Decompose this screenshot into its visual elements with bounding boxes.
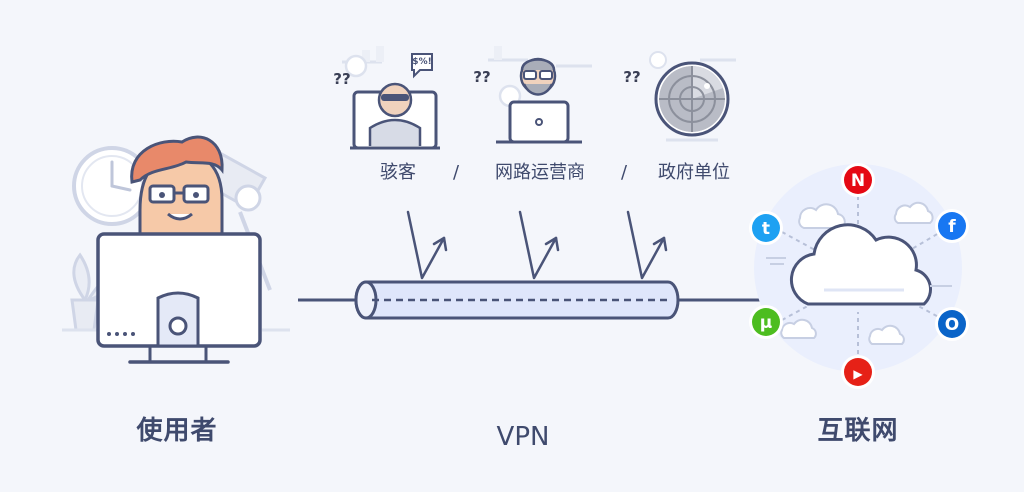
svg-text:O: O	[945, 315, 959, 335]
separator-1: /	[452, 162, 460, 183]
vpn-tunnel	[298, 280, 760, 320]
internet-illustration: Nt f µ O ▶	[749, 163, 969, 389]
utorrent-icon: µ	[749, 305, 783, 339]
hacker-question-marks: ??	[333, 70, 351, 88]
government-illustration	[649, 51, 736, 142]
blocked-arrows	[406, 210, 668, 280]
youtube-icon: ▶	[841, 355, 875, 389]
government-question-marks: ??	[623, 68, 641, 86]
user-label: 使用者	[136, 416, 218, 446]
facebook-icon: f	[935, 209, 969, 243]
hacker-label: 骇客	[380, 162, 416, 183]
isp-question-marks: ??	[473, 68, 491, 86]
vpn-label: VPN	[496, 422, 550, 452]
cloud-icon	[789, 223, 932, 306]
separator-2: /	[620, 162, 628, 183]
netflix-icon: N	[841, 163, 875, 197]
svg-text:N: N	[851, 171, 865, 191]
isp-label: 网路运营商	[495, 162, 585, 183]
isp-illustration	[488, 46, 592, 144]
government-label: 政府单位	[658, 162, 730, 183]
internet-label: 互联网	[817, 416, 899, 446]
svg-text:µ: µ	[760, 313, 773, 333]
twitter-icon: t	[749, 211, 783, 245]
hacker-illustration	[342, 46, 440, 150]
hacker-screen-text: $%!	[412, 57, 432, 67]
user-monitor	[96, 232, 262, 364]
svg-text:f: f	[948, 217, 956, 237]
svg-text:▶: ▶	[853, 367, 863, 381]
svg-text:t: t	[762, 219, 770, 239]
user-person	[130, 135, 224, 242]
outlook-icon: O	[935, 307, 969, 341]
user-illustration	[62, 135, 290, 364]
